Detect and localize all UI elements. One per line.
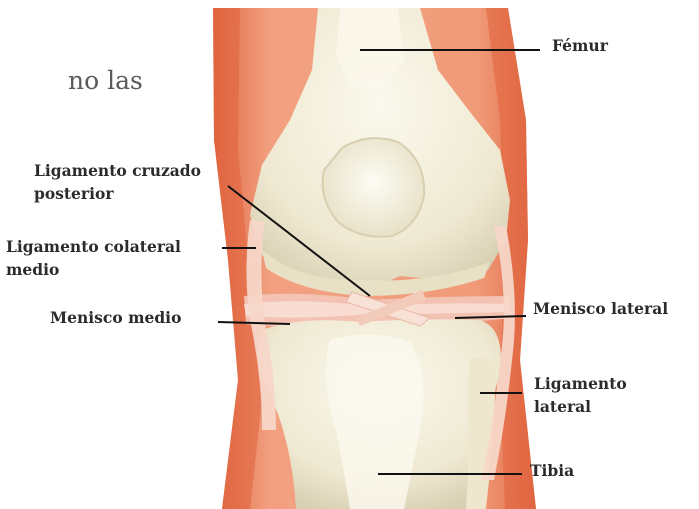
label-lcm-line1: Ligamento colateral <box>6 235 181 258</box>
label-menisco-medio: Menisco medio <box>50 306 181 329</box>
label-lcm-line2: medio <box>6 258 181 281</box>
label-tibia: Tibia <box>530 459 574 482</box>
label-menisco-lateral: Menisco lateral <box>533 297 668 320</box>
label-lig-lateral-line2: lateral <box>534 395 627 418</box>
label-femur: Fémur <box>552 34 608 57</box>
text-fragment: no las <box>68 66 143 95</box>
label-ligamento-lateral: Ligamento lateral <box>534 372 627 418</box>
label-ligamento-cruzado-posterior: Ligamento cruzado posterior <box>34 159 201 205</box>
label-lcp-line1: Ligamento cruzado <box>34 159 201 182</box>
label-lig-lateral-line1: Ligamento <box>534 372 627 395</box>
label-lcp-line2: posterior <box>34 182 201 205</box>
patella-bone <box>323 138 425 237</box>
label-ligamento-colateral-medio: Ligamento colateral medio <box>6 235 181 281</box>
